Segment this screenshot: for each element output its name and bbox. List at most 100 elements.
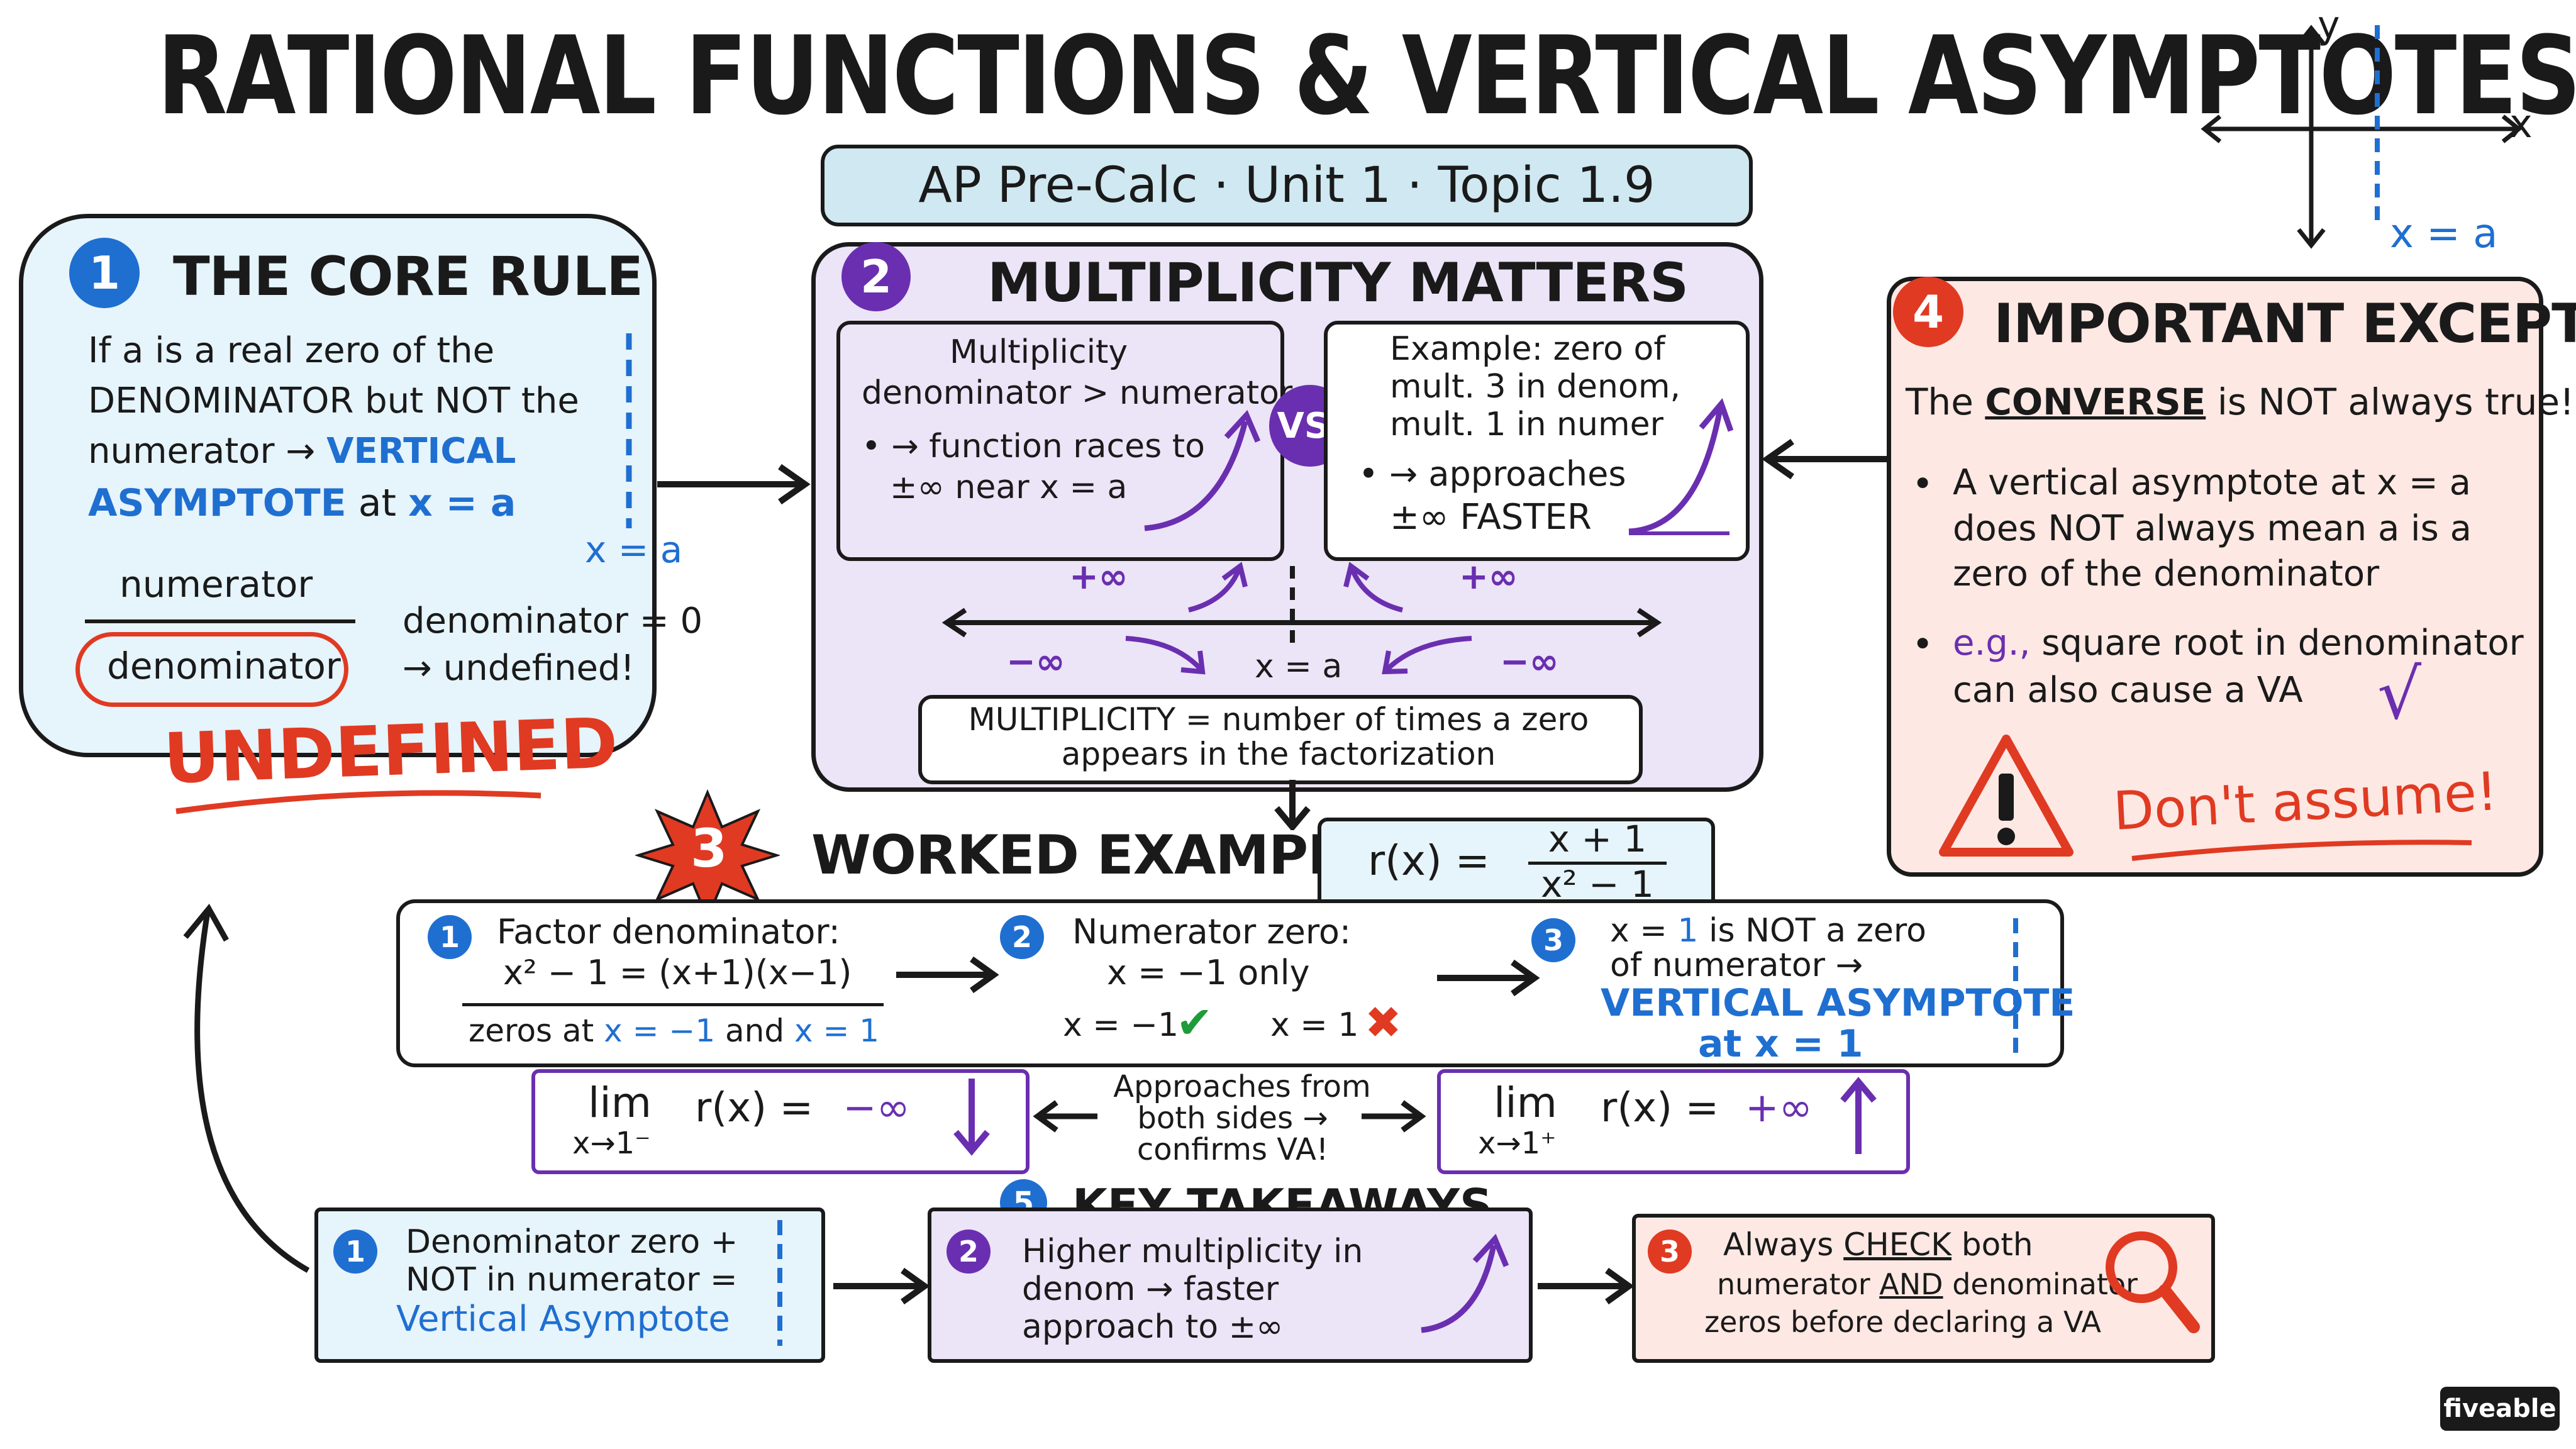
mult-right-l1: Example: zero of xyxy=(1390,330,1665,368)
arrow-core-to-multiplicity xyxy=(657,464,811,505)
takeaway1-number: 1 xyxy=(333,1230,377,1274)
worked-number: 3 xyxy=(691,818,728,879)
dont-assume-underline xyxy=(2131,840,2472,861)
mult-right-l4: • → approaches xyxy=(1358,454,1626,494)
multiplicity-axis-label: x = a xyxy=(1255,648,1343,686)
check-icon: ✔ xyxy=(1176,997,1213,1048)
subtitle-text: AP Pre-Calc · Unit 1 · Topic 1.9 xyxy=(918,157,1655,214)
exception-bullet2: • xyxy=(1912,623,1934,665)
right-limit-expr: r(x) = xyxy=(1601,1085,1719,1131)
core-rule-line4: ASYMPTOTE at x = a xyxy=(88,481,516,525)
takeaway2-box xyxy=(928,1208,1533,1363)
takeaway2-curve xyxy=(1421,1233,1509,1333)
magnifier-icon xyxy=(2106,1231,2200,1333)
arrow-takeaway1-to-2 xyxy=(833,1267,930,1305)
approach-line3: confirms VA! xyxy=(1136,1132,1329,1167)
exception-b1-l3: zero of the denominator xyxy=(1953,553,2380,594)
core-rule-title: THE CORE RULE xyxy=(173,245,643,308)
left-limit-value: −∞ xyxy=(843,1085,910,1131)
fraction-bar xyxy=(85,619,355,623)
function-fraction-bar xyxy=(1528,862,1667,865)
warning-triangle-icon xyxy=(1939,735,2074,857)
fraction-numerator: numerator xyxy=(119,563,313,606)
core-rule-line2: DENOMINATOR but NOT the xyxy=(88,380,579,421)
exception-b2-l2: can also cause a VA xyxy=(1953,670,2303,711)
denominator-zero-text: denominator = 0 xyxy=(402,601,703,641)
mult-right-curve xyxy=(1628,398,1734,535)
left-limit-lim: lim xyxy=(588,1079,652,1127)
multiplicity-definition-box xyxy=(918,695,1643,784)
subtitle-banner: AP Pre-Calc · Unit 1 · Topic 1.9 xyxy=(821,145,1753,226)
brand-logo: fiveable xyxy=(2443,1394,2557,1423)
function-lhs: r(x) = xyxy=(1368,836,1490,885)
exception-title: IMPORTANT EXCEPTION xyxy=(1994,292,2576,355)
arrow-takeaways-to-core xyxy=(183,904,310,1273)
takeaway3-line2: numerator AND denominator xyxy=(1717,1267,2138,1301)
core-rule-line1: If a is a real zero of the xyxy=(88,330,495,371)
mini-va-label: x = a xyxy=(2390,211,2498,257)
step1-line2: x² − 1 = (x+1)(x−1) xyxy=(503,953,852,992)
mult-left-l2: denominator > numerator xyxy=(862,374,1293,412)
approach-line1: Approaches from xyxy=(1113,1069,1371,1104)
fraction-denominator: denominator xyxy=(107,645,341,687)
core-rule-va-label: x = a xyxy=(585,528,683,571)
left-limit-expr: r(x) = xyxy=(695,1085,814,1131)
arrow-approach-left xyxy=(1033,1100,1097,1133)
cross-icon: ✖ xyxy=(1365,997,1402,1048)
undefined-note: → undefined! xyxy=(402,648,635,689)
function-numerator: x + 1 xyxy=(1548,818,1647,860)
brand-badge: fiveable xyxy=(2440,1387,2560,1431)
takeaway2-line2: denom → faster xyxy=(1022,1270,1279,1308)
mult-left-l4: ±∞ near x = a xyxy=(890,469,1128,506)
arrow-takeaway2-to-3 xyxy=(1538,1267,1635,1305)
step1-line3: zeros at x = −1 and x = 1 xyxy=(469,1013,880,1049)
exception-number: 4 xyxy=(1893,277,1963,347)
takeaway3-line3: zeros before declaring a VA xyxy=(1704,1305,2101,1339)
left-limit-box xyxy=(531,1069,1030,1174)
mult-left-l1: Multiplicity xyxy=(950,333,1128,371)
multiplicity-number: 2 xyxy=(841,242,911,311)
takeaway3-number: 3 xyxy=(1648,1230,1692,1274)
takeaway3-line1: Always CHECK both xyxy=(1723,1226,2033,1263)
page-title: RATIONAL FUNCTIONS & VERTICAL ASYMPTOTES xyxy=(157,13,2576,139)
arrow-multiplicity-to-worked xyxy=(1274,780,1311,830)
pos-inf-right: +∞ xyxy=(1459,557,1518,597)
takeaway1-line1: Denominator zero + xyxy=(406,1223,738,1261)
worked-title: WORKED EXAMPLE xyxy=(811,824,1379,887)
takeaway2-line3: approach to ±∞ xyxy=(1022,1308,1284,1346)
exception-b1-l2: does NOT always mean a is a xyxy=(1953,508,2472,549)
arrow-step2-to-step3 xyxy=(1437,959,1540,997)
mult-left-curve xyxy=(1144,409,1261,531)
approach-line2: both sides → xyxy=(1137,1101,1328,1136)
neg-inf-right: −∞ xyxy=(1500,641,1559,682)
steps-box xyxy=(396,899,2064,1067)
mini-y-label: y xyxy=(2318,3,2340,47)
right-limit-sub: x→1⁺ xyxy=(1478,1126,1557,1161)
right-limit-lim: lim xyxy=(1494,1079,1557,1127)
takeaway1-box xyxy=(314,1208,825,1363)
step2-check-value: x = −1 xyxy=(1063,1006,1179,1044)
multiplicity-left-box xyxy=(836,321,1284,561)
step2-number: 2 xyxy=(1000,915,1044,959)
exception-bullet1: • xyxy=(1912,462,1934,505)
right-limit-box xyxy=(1437,1069,1910,1174)
denominator-circle xyxy=(75,632,348,707)
arrow-approach-right xyxy=(1362,1100,1426,1133)
function-denominator: x² − 1 xyxy=(1541,863,1654,906)
step3-line3: VERTICAL ASYMPTOTE xyxy=(1601,981,2075,1025)
definition-line2: appears in the factorization xyxy=(1061,736,1496,772)
step2-line2: x = −1 only xyxy=(1107,953,1310,992)
multiplicity-right-box xyxy=(1324,321,1750,561)
left-limit-sub: x→1⁻ xyxy=(572,1126,651,1161)
step2-cross-value: x = 1 xyxy=(1270,1006,1359,1044)
exception-panel xyxy=(1887,277,2543,877)
takeaway1-line3: Vertical Asymptote xyxy=(396,1299,730,1340)
step3-number: 3 xyxy=(1531,918,1575,962)
pos-inf-left: +∞ xyxy=(1069,557,1128,597)
mini-axes-graph xyxy=(2201,25,2523,249)
exception-line1: The CONVERSE is NOT always true! xyxy=(1906,380,2575,423)
takeaway1-asymptote-line xyxy=(777,1220,782,1346)
multiplicity-title: MULTIPLICITY MATTERS xyxy=(987,252,1689,314)
definition-line1: MULTIPLICITY = number of times a zero xyxy=(968,701,1589,738)
step3-line2: of numerator → xyxy=(1610,947,1863,984)
